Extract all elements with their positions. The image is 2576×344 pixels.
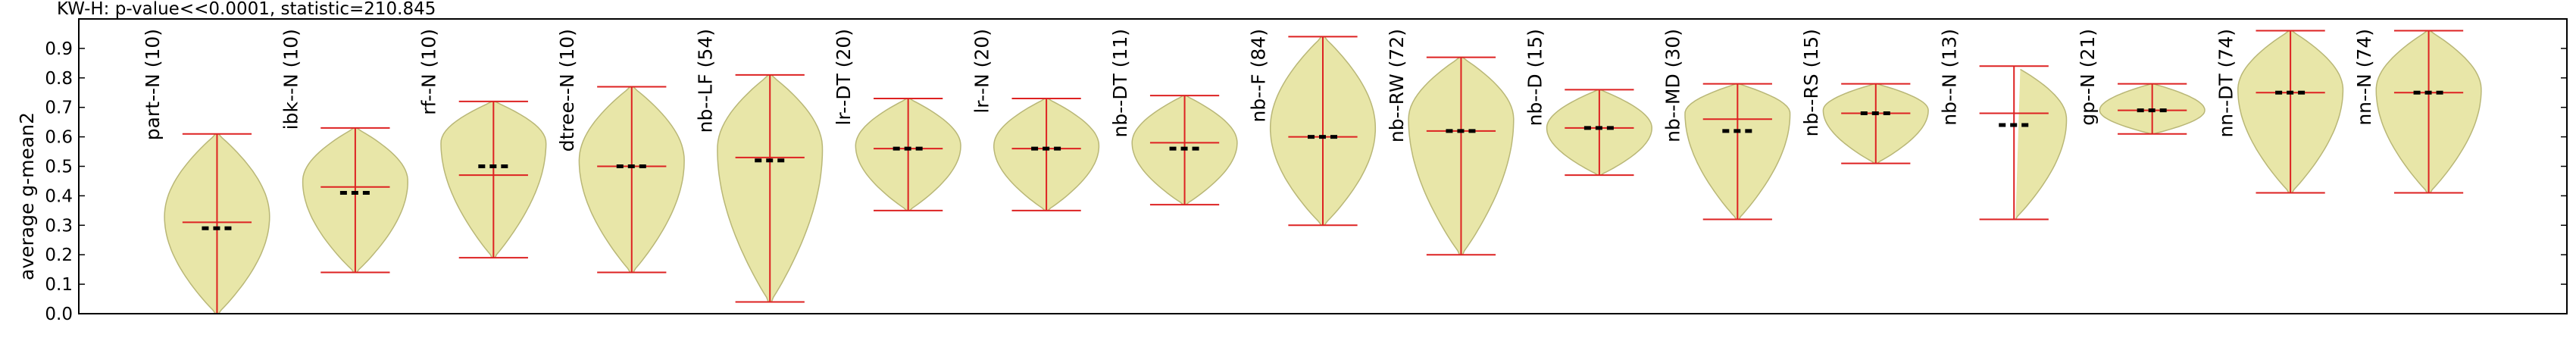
violin-group: nb--D (15) — [1524, 29, 1652, 177]
category-label: nb--MD (30) — [1662, 29, 1684, 142]
violin-group: lr--DT (20) — [833, 29, 961, 211]
violin-group: dtree--N (10) — [556, 29, 685, 274]
category-label: nb--D (15) — [1524, 29, 1546, 126]
violin-group: part--N (10) — [142, 29, 270, 314]
y-axis: 0.0 0.1 0.2 0.3 0.4 0.5 0.6 0.7 0.8 0.9 — [45, 39, 2567, 324]
category-label: gp--N (21) — [2077, 29, 2099, 126]
category-label: lr--DT (20) — [833, 29, 855, 125]
category-label: lr--N (20) — [971, 29, 993, 114]
violin-group: rf--N (10) — [418, 29, 547, 259]
category-label: nb--LF (54) — [695, 29, 717, 133]
violin-body — [2015, 68, 2068, 220]
violin-group: nb--F (84) — [1247, 29, 1377, 227]
violin-group: nn--DT (74) — [2215, 29, 2344, 194]
violin-group: nn--N (74) — [2353, 29, 2482, 194]
y-tick-label: 0.9 — [45, 39, 73, 59]
violin-group: gp--N (21) — [2077, 29, 2206, 135]
category-label: nb--DT (11) — [1109, 29, 1131, 138]
y-tick-label: 0.8 — [45, 69, 73, 89]
y-tick-label: 0.6 — [45, 128, 73, 148]
category-label: nb--N (13) — [1939, 29, 1961, 126]
violin-group: nb--RS (15) — [1800, 29, 1929, 164]
violin-group: nb--DT (11) — [1109, 29, 1238, 206]
category-label: nn--DT (74) — [2215, 29, 2237, 138]
chart-title: KW-H: p-value<<0.0001, statistic=210.845 — [57, 0, 436, 19]
y-tick-label: 0.2 — [45, 245, 73, 265]
violin-group: nb--N (13) — [1939, 29, 2068, 220]
violin-group: nb--MD (30) — [1662, 29, 1791, 220]
category-label: ibk--N (10) — [280, 29, 302, 130]
violin-group: lr--N (20) — [971, 29, 1100, 211]
category-label: part--N (10) — [142, 29, 164, 140]
y-tick-label: 0.4 — [45, 186, 73, 206]
violins-layer: part--N (10) ibk--N (10) rf--N (10) dtree--… — [142, 29, 2482, 314]
violin-group: ibk--N (10) — [280, 29, 408, 274]
y-tick-label: 0.3 — [45, 216, 73, 236]
category-label: nb--F (84) — [1247, 29, 1269, 122]
category-label: nb--RW (72) — [1386, 29, 1408, 142]
category-label: rf--N (10) — [418, 29, 440, 115]
category-label: nb--RS (15) — [1800, 29, 1822, 136]
y-tick-label: 0.5 — [45, 158, 73, 177]
y-tick-label: 0.7 — [45, 99, 73, 118]
violin-group: nb--LF (54) — [695, 29, 824, 303]
category-label: dtree--N (10) — [556, 29, 578, 152]
plot-frame — [78, 18, 2568, 314]
category-label: nn--N (74) — [2353, 29, 2375, 126]
violin-group: nb--RW (72) — [1386, 29, 1515, 256]
y-tick-label: 0.0 — [45, 305, 73, 324]
y-tick-label: 0.1 — [45, 275, 73, 295]
y-axis-label: average g-mean2 — [16, 112, 38, 280]
